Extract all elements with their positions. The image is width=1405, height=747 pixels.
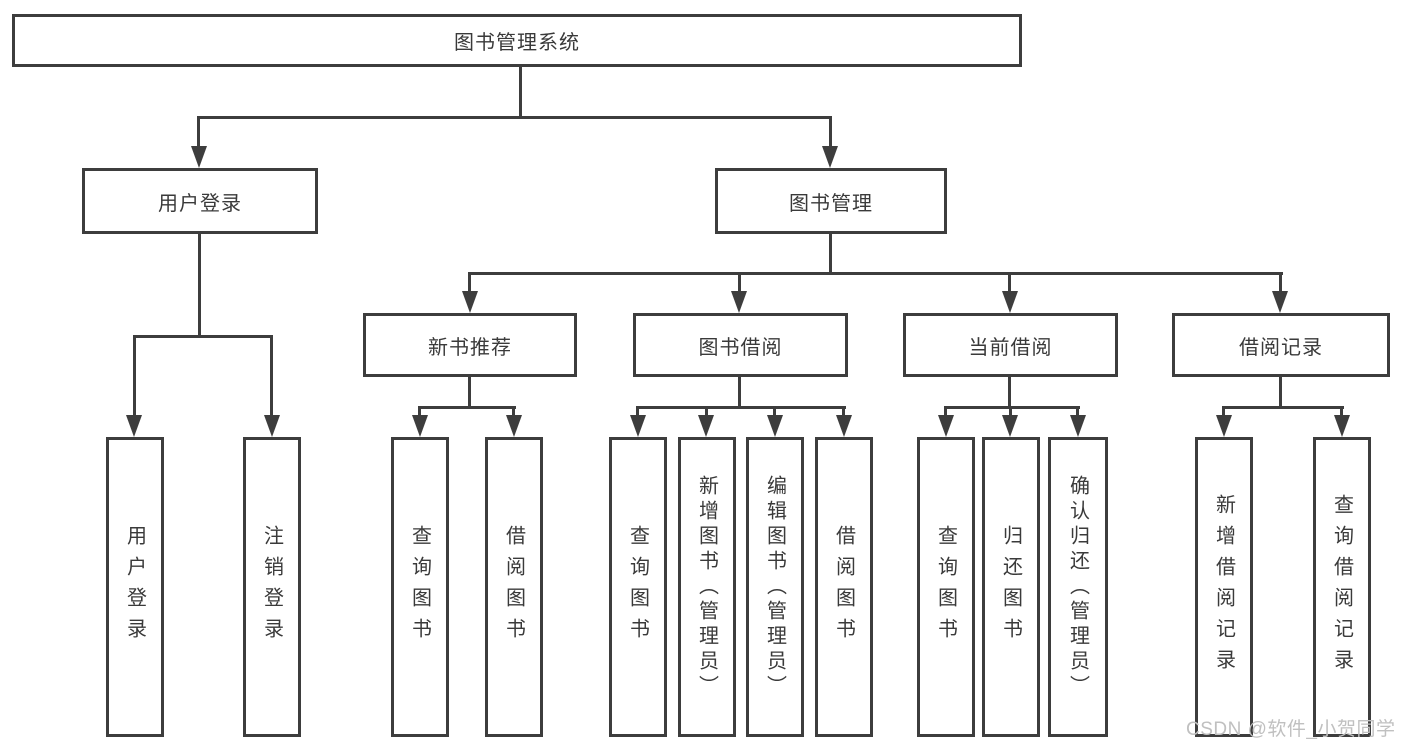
connector-line (519, 67, 522, 118)
node-book-management: 图书管理 (715, 168, 947, 234)
node-root: 图书管理系统 (12, 14, 1022, 67)
leaf-records-query-record-label: 查询借阅记录 (1330, 494, 1353, 680)
connector-line (829, 116, 832, 154)
arrow-down-icon (836, 415, 852, 437)
leaf-records-add-record: 新增借阅记录 (1195, 437, 1253, 737)
arrow-down-icon (1002, 415, 1018, 437)
arrow-down-icon (822, 146, 838, 168)
connector-line (944, 406, 1080, 409)
leaf-current-return-books-label: 归还图书 (999, 525, 1022, 649)
arrow-down-icon (630, 415, 646, 437)
leaf-current-return-books: 归还图书 (982, 437, 1040, 737)
connector-line (829, 234, 832, 274)
connector-line (468, 377, 471, 409)
leaf-current-query-books-label: 查询图书 (934, 525, 957, 649)
leaf-borrowing-borrow-books-label: 借阅图书 (832, 525, 855, 649)
connector-line (1279, 272, 1282, 294)
leaf-borrowing-borrow-books: 借阅图书 (815, 437, 873, 737)
leaf-records-add-record-label: 新增借阅记录 (1212, 494, 1235, 680)
leaf-current-confirm-return-admin-label: 确认归还（管理员） (1066, 474, 1089, 700)
node-root-label: 图书管理系统 (454, 32, 580, 54)
connector-line (1222, 406, 1225, 418)
arrow-down-icon (1216, 415, 1232, 437)
node-user-login: 用户登录 (82, 168, 318, 234)
node-current-borrowing: 当前借阅 (903, 313, 1118, 377)
connector-line (198, 234, 201, 337)
arrow-down-icon (698, 415, 714, 437)
leaf-records-query-record: 查询借阅记录 (1313, 437, 1371, 737)
leaf-newbook-query-books: 查询图书 (391, 437, 449, 737)
node-new-book-recommendation-label: 新书推荐 (428, 336, 512, 359)
leaf-newbook-borrow-books-label: 借阅图书 (502, 525, 525, 649)
connector-line (773, 406, 776, 418)
connector-line (705, 406, 708, 418)
leaf-borrowing-edit-books-admin-label: 编辑图书（管理员） (763, 474, 786, 700)
connector-line (197, 116, 832, 119)
arrow-down-icon (731, 291, 747, 313)
leaf-current-query-books: 查询图书 (917, 437, 975, 737)
connector-line (512, 406, 515, 418)
arrow-down-icon (191, 146, 207, 168)
connector-line (418, 406, 516, 409)
connector-line (418, 406, 421, 418)
leaf-borrowing-add-books-admin: 新增图书（管理员） (678, 437, 736, 737)
leaf-borrowing-edit-books-admin: 编辑图书（管理员） (746, 437, 804, 737)
arrow-down-icon (462, 291, 478, 313)
arrow-down-icon (1272, 291, 1288, 313)
connector-line (468, 272, 471, 294)
connector-line (133, 335, 273, 338)
csdn-watermark: CSDN @软件_小贺同学 (1186, 719, 1396, 740)
arrow-down-icon (1334, 415, 1350, 437)
connector-line (1009, 406, 1012, 418)
connector-line (1279, 377, 1282, 409)
leaf-borrowing-query-books-label: 查询图书 (626, 525, 649, 649)
node-borrowing-records: 借阅记录 (1172, 313, 1390, 377)
connector-line (738, 377, 741, 409)
node-user-login-label: 用户登录 (158, 192, 242, 215)
leaf-newbook-query-books-label: 查询图书 (408, 525, 431, 649)
leaf-newbook-borrow-books: 借阅图书 (485, 437, 543, 737)
leaf-borrowing-add-books-admin-label: 新增图书（管理员） (695, 474, 718, 700)
node-borrowing-records-label: 借阅记录 (1239, 336, 1323, 359)
node-new-book-recommendation: 新书推荐 (363, 313, 577, 377)
leaf-logout-label: 注销登录 (260, 525, 283, 649)
arrow-down-icon (938, 415, 954, 437)
connector-line (636, 406, 846, 409)
leaf-borrowing-query-books: 查询图书 (609, 437, 667, 737)
node-book-borrowing: 图书借阅 (633, 313, 848, 377)
node-book-borrowing-label: 图书借阅 (698, 336, 783, 359)
connector-line (636, 406, 639, 418)
connector-line (1076, 406, 1079, 418)
node-current-borrowing-label: 当前借阅 (968, 336, 1053, 359)
connector-line (1008, 272, 1011, 294)
connector-line (133, 335, 136, 419)
arrow-down-icon (412, 415, 428, 437)
connector-line (197, 116, 200, 154)
connector-line (468, 272, 1283, 275)
connector-line (944, 406, 947, 418)
connector-line (270, 335, 273, 419)
arrow-down-icon (1002, 291, 1018, 313)
leaf-user-login: 用户登录 (106, 437, 164, 737)
arrow-down-icon (506, 415, 522, 437)
connector-line (738, 272, 741, 294)
connector-line (1008, 377, 1011, 409)
arrow-down-icon (767, 415, 783, 437)
arrow-down-icon (1070, 415, 1086, 437)
leaf-logout: 注销登录 (243, 437, 301, 737)
leaf-current-confirm-return-admin: 确认归还（管理员） (1048, 437, 1108, 737)
leaf-user-login-label: 用户登录 (123, 525, 146, 649)
connector-line (1340, 406, 1343, 418)
connector-line (1222, 406, 1344, 409)
arrow-down-icon (264, 415, 280, 437)
arrow-down-icon (126, 415, 142, 437)
connector-line (842, 406, 845, 418)
node-book-management-label: 图书管理 (789, 192, 873, 215)
